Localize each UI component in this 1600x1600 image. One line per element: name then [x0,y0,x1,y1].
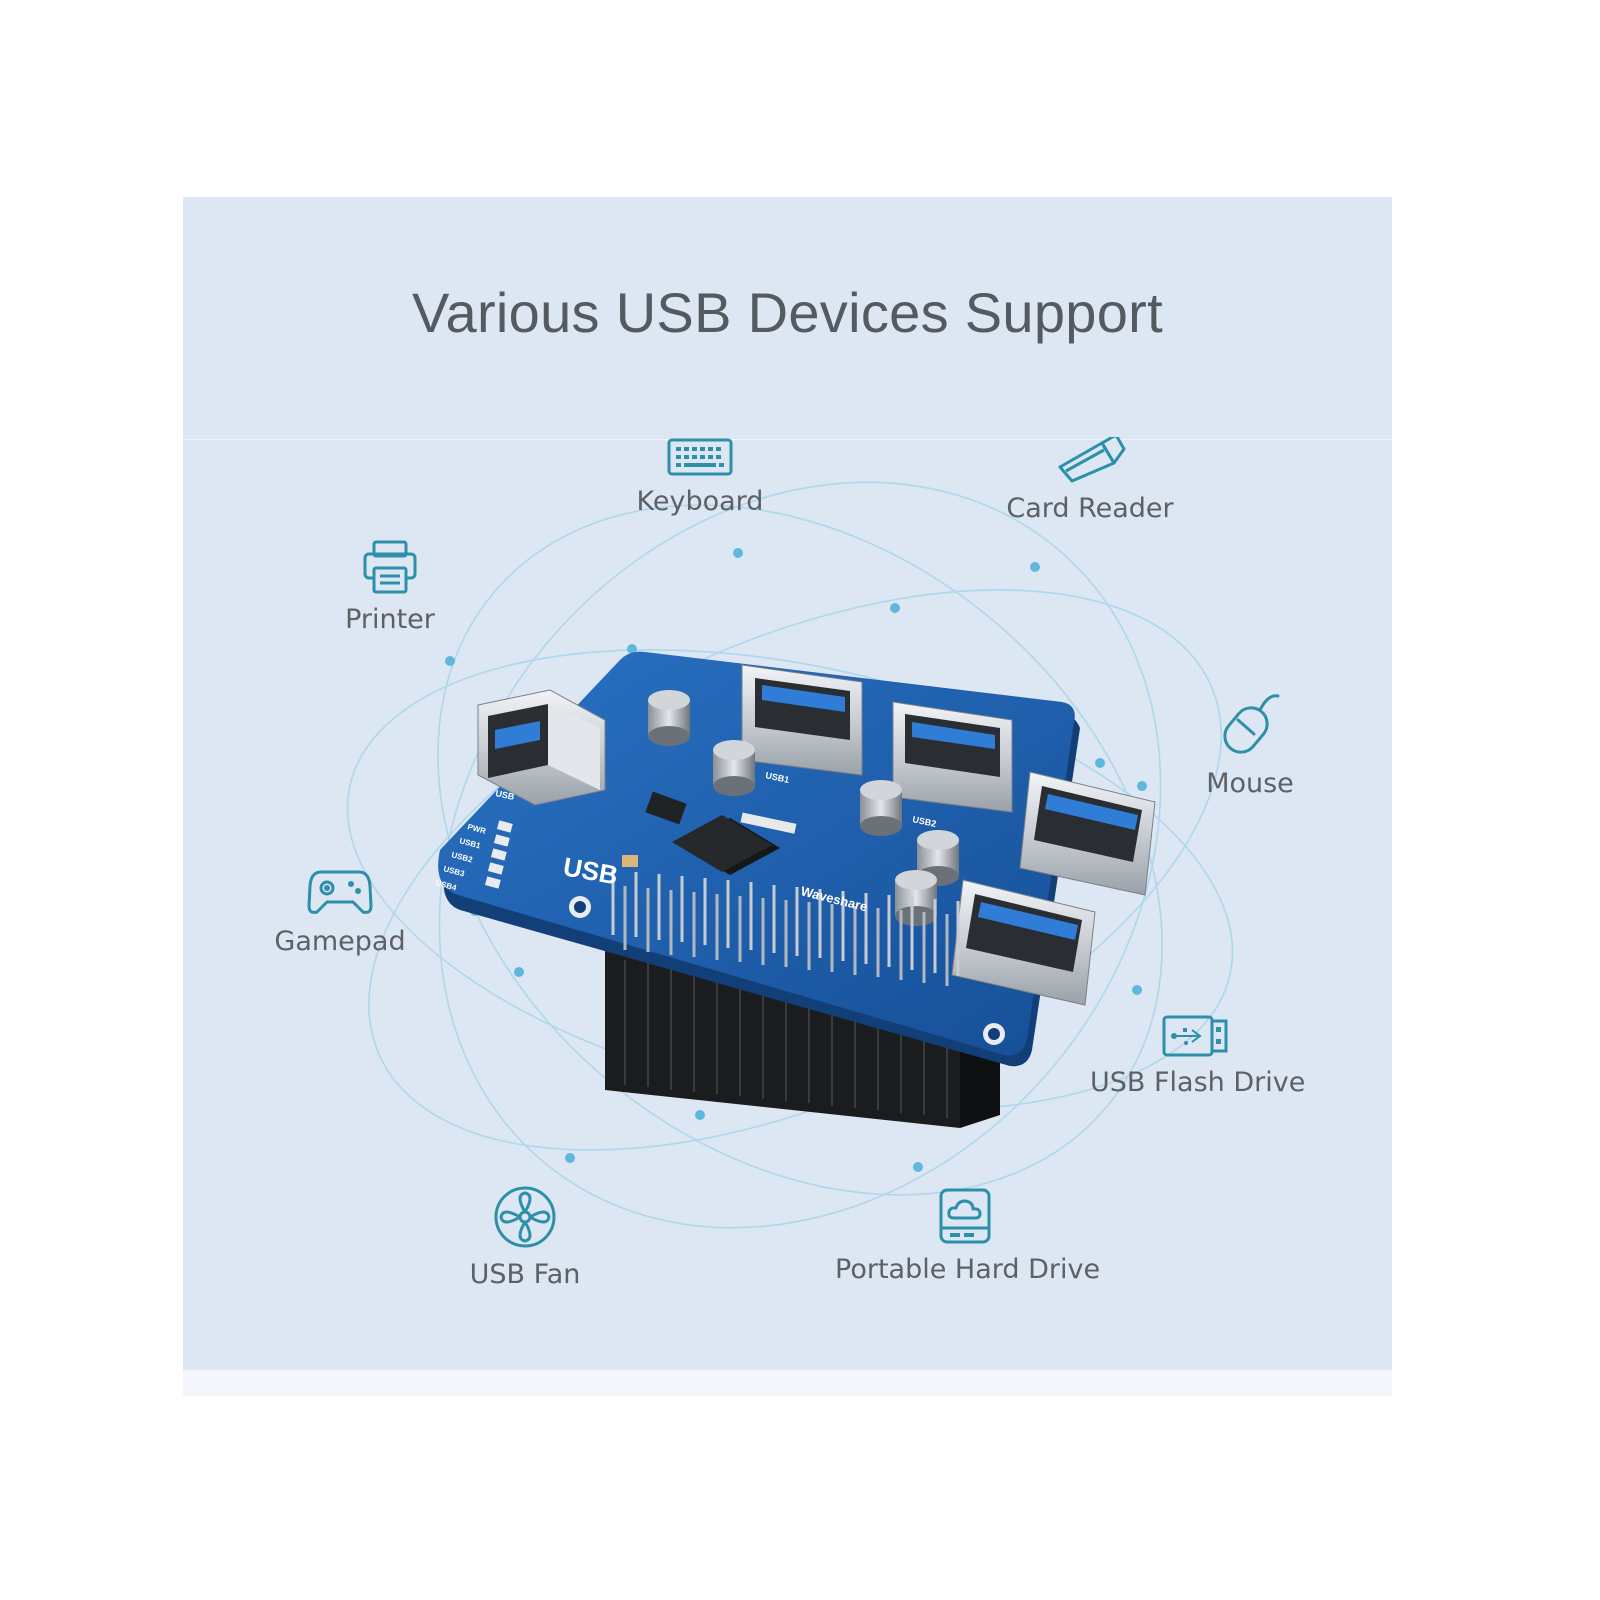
usb-flash-drive-icon [1162,1015,1228,1057]
usb-port-4 [951,879,1096,1006]
port-label: USB2 [912,814,938,829]
orbit-node [445,656,455,666]
device-portable-hard-drive: Portable Hard Drive [835,1188,1101,1285]
inductor [645,791,687,825]
orbit-ring [438,481,1162,1229]
device-label: Portable Hard Drive [835,1254,1101,1285]
card-reader-icon [1058,437,1126,483]
device-label: USB Fan [469,1259,581,1290]
device-gamepad: Gamepad [260,868,420,957]
status-leds [484,820,513,889]
orbit-node [695,1110,705,1120]
device-label: USB Flash Drive [1090,1067,1306,1098]
hard-drive-icon [939,1188,991,1244]
device-keyboard: Keyboard [620,438,780,517]
orbit-node [1030,562,1040,572]
usb-port-left [477,689,606,806]
orbit-node [565,1153,575,1163]
device-usb-flash-drive: USB Flash Drive [1090,1015,1306,1098]
fan-icon [494,1186,556,1248]
divider-line [168,439,1402,440]
orbit-node [890,603,900,613]
gamepad-icon [307,870,373,914]
device-label: Printer [345,604,435,635]
orbit-node [1137,781,1147,791]
capacitors [648,690,959,926]
device-mouse: Mouse [1170,688,1330,799]
orbit-node [627,644,637,654]
orbit-node [733,548,743,558]
device-label: Mouse [1206,768,1294,799]
device-card-reader: Card Reader [990,437,1190,524]
orbit-node [913,1162,923,1172]
port-label: USB [495,788,516,802]
port-label: USB1 [765,770,791,785]
usb-port-2 [892,701,1013,813]
device-label: Gamepad [274,926,406,957]
usb-port-1 [741,664,863,776]
orbit-node [1095,758,1105,768]
usb-port-3 [1019,771,1156,896]
device-usb-fan: USB Fan [450,1185,600,1290]
printer-icon [363,540,417,594]
orbit-node [514,967,524,977]
device-label: Card Reader [1006,493,1174,524]
keyboard-icon [667,438,733,476]
device-label: Keyboard [636,486,764,517]
device-printer: Printer [310,540,470,635]
page-title: Various USB Devices Support [412,281,1163,344]
mouse-icon [1223,694,1280,754]
orbit-node [1132,985,1142,995]
panel-footer-strip [183,1370,1392,1396]
